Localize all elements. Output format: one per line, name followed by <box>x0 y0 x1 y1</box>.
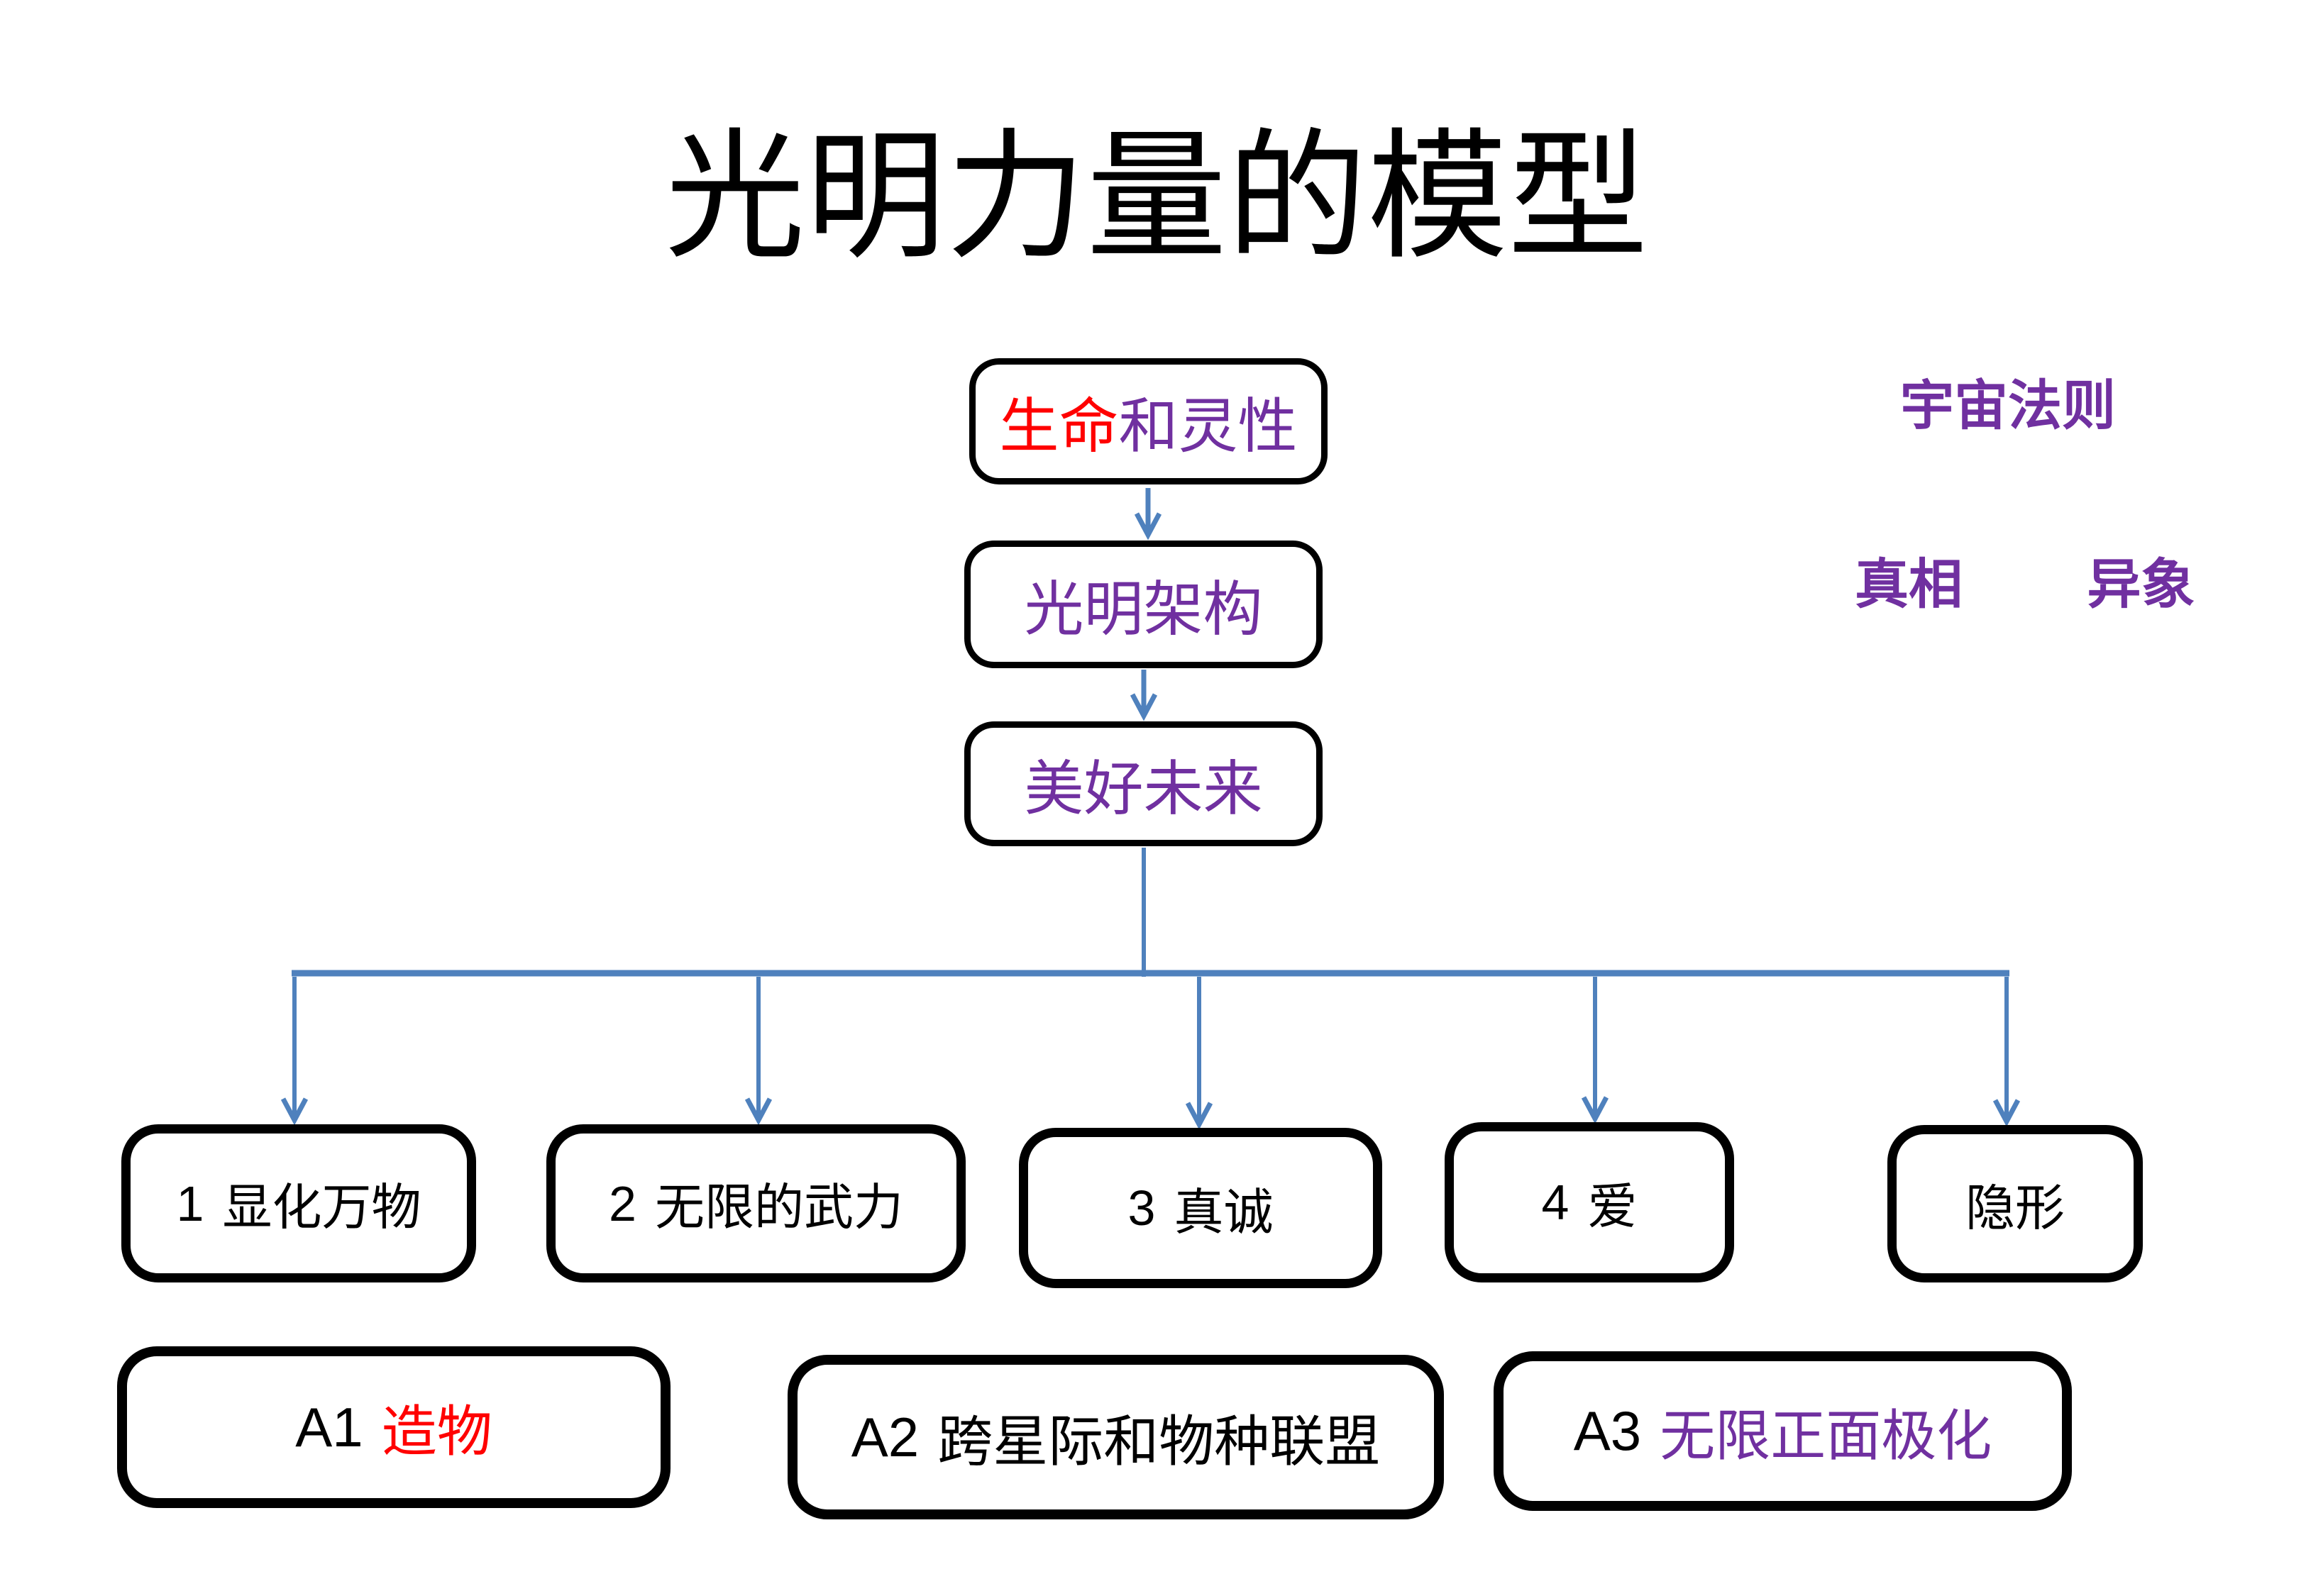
node-label: 无限的武力 <box>654 1181 903 1236</box>
node-number: A1 <box>295 1395 363 1458</box>
node-label: 隐形 <box>1965 1181 2065 1236</box>
node-label-life: 生命 <box>999 394 1119 460</box>
node-number: 4 <box>1541 1175 1569 1230</box>
node-branch-2-unlimited-force: 2 无限的武力 <box>546 1124 966 1282</box>
node-beautiful-future: 美好未来 <box>964 721 1323 846</box>
node-life-and-spirituality: 生命和灵性 <box>969 358 1328 484</box>
node-number: A2 <box>851 1405 920 1468</box>
node-number: A3 <box>1573 1400 1642 1462</box>
node-a1-creation: A1 造物 <box>117 1346 671 1508</box>
node-branch-3-sincerity: 3 真诚 <box>1019 1128 1382 1288</box>
node-label: 显化万物 <box>222 1181 421 1236</box>
annotation-cosmic-law: 宇宙法则 <box>1900 377 2116 436</box>
node-label: 光明架构 <box>1024 577 1263 643</box>
annotation-anomaly: 异象 <box>2087 555 2195 615</box>
node-label-and-spirituality: 和灵性 <box>1118 394 1298 460</box>
node-number: 2 <box>609 1175 636 1231</box>
diagram-title: 光明力量的模型 <box>665 121 1648 276</box>
annotation-truth: 真相 <box>1855 555 1963 615</box>
node-label: 造物 <box>381 1401 492 1463</box>
node-a3-infinite-positive-polarization: A3 无限正面极化 <box>1494 1351 2072 1511</box>
node-label: 爱 <box>1587 1180 1638 1235</box>
node-branch-1-manifest-all-things: 1 显化万物 <box>121 1124 476 1282</box>
node-label: 美好未来 <box>1024 756 1263 823</box>
node-branch-5-invisible: 隐形 <box>1887 1125 2143 1282</box>
node-number: 3 <box>1127 1180 1156 1236</box>
node-a2-interstellar-species-alliance: A2 跨星际和物种联盟 <box>788 1355 1444 1519</box>
node-label: 跨星际和物种联盟 <box>937 1411 1381 1473</box>
node-light-architecture: 光明架构 <box>964 541 1323 668</box>
node-label: 无限正面极化 <box>1660 1404 1992 1467</box>
node-number: 1 <box>176 1175 204 1231</box>
node-label: 真诚 <box>1174 1185 1274 1241</box>
